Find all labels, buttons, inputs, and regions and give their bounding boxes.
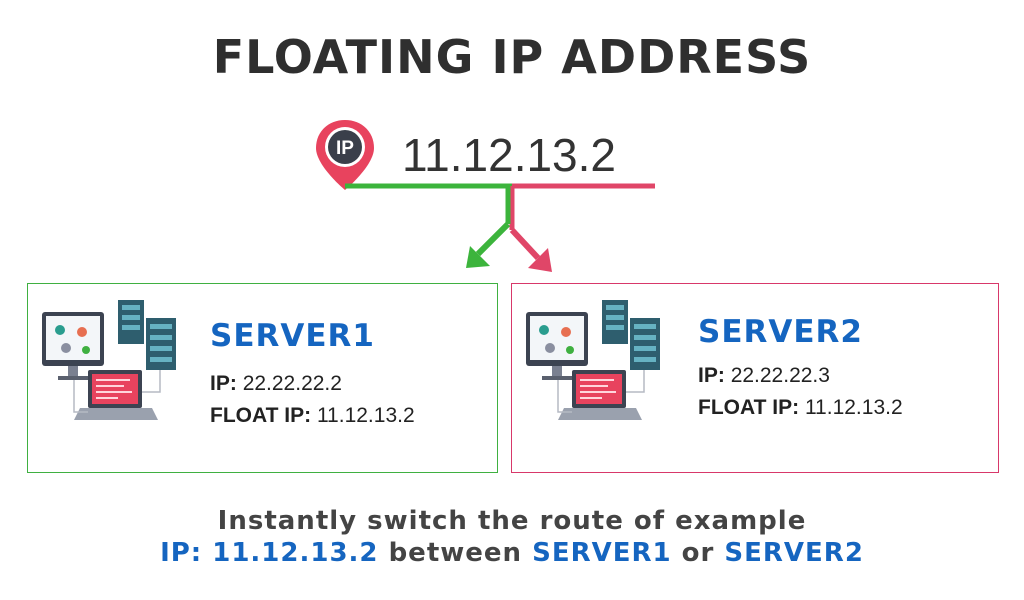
- caption-line-1: Instantly switch the route of example: [0, 506, 1024, 536]
- caption-between: between: [379, 538, 533, 568]
- caption-server1: SERVER1: [532, 538, 672, 568]
- server2-box: SERVER2 IP: 22.22.22.3 FLOAT IP: 11.12.1…: [511, 283, 999, 473]
- server1-ip-label: IP:: [210, 372, 237, 395]
- server-workstation-icon: [34, 292, 194, 442]
- server2-name: SERVER2: [698, 314, 863, 350]
- server1-float-row: FLOAT IP: 11.12.13.2: [210, 404, 415, 428]
- server1-ip-value: 22.22.22.2: [243, 372, 342, 395]
- caption-line-2: IP: 11.12.13.2 between SERVER1 or SERVER…: [0, 538, 1024, 568]
- server1-name: SERVER1: [210, 318, 375, 354]
- server1-box: SERVER1 IP: 22.22.22.2 FLOAT IP: 11.12.1…: [27, 283, 498, 473]
- server1-float-label: FLOAT IP:: [210, 404, 311, 427]
- server2-ip-label: IP:: [698, 364, 725, 387]
- green-arrow-shaft: [478, 224, 508, 254]
- route-diagram: [0, 0, 1024, 300]
- caption-or: or: [672, 538, 725, 568]
- server2-float-label: FLOAT IP:: [698, 396, 799, 419]
- server1-ip-row: IP: 22.22.22.2: [210, 372, 342, 396]
- caption-server2: SERVER2: [724, 538, 864, 568]
- server-workstation-icon: [518, 292, 678, 442]
- server2-ip-value: 22.22.22.3: [731, 364, 830, 387]
- caption-ip: IP: 11.12.13.2: [160, 538, 378, 568]
- server2-ip-row: IP: 22.22.22.3: [698, 364, 830, 388]
- server2-float-row: FLOAT IP: 11.12.13.2: [698, 396, 903, 420]
- server2-float-value: 11.12.13.2: [805, 396, 903, 419]
- server1-float-value: 11.12.13.2: [317, 404, 415, 427]
- red-arrow-shaft: [512, 230, 538, 258]
